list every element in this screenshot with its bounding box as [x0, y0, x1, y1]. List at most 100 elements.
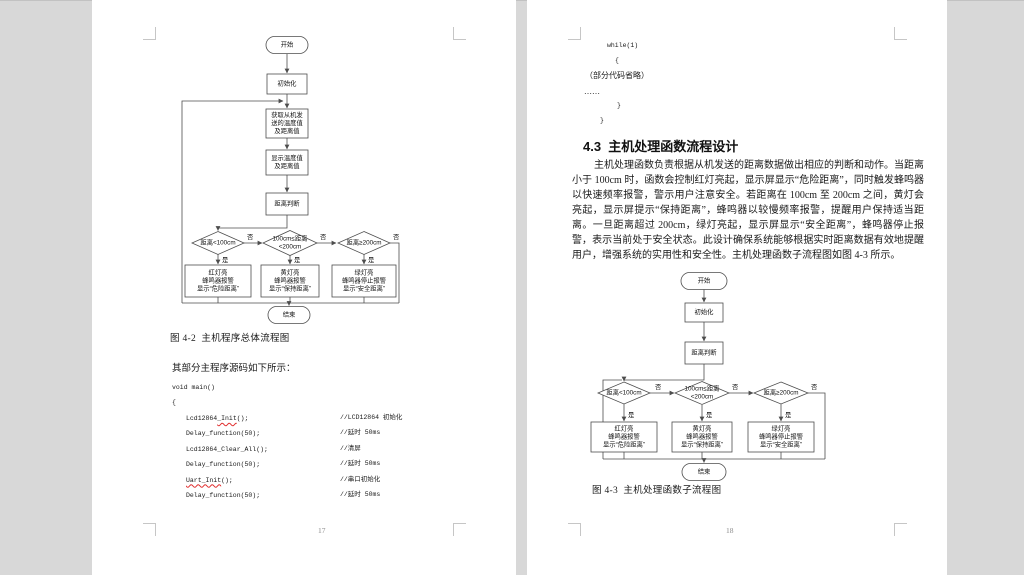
- flow-node-rect: [266, 73, 308, 95]
- flow-node-label: 显示温度值: [271, 153, 303, 162]
- margin-crop-mark: [143, 27, 156, 40]
- flow-node-label: 显示“保持距离”: [269, 283, 311, 292]
- flow-node-rect: [265, 108, 309, 139]
- code-line: Uart_Init(); //串口初始化: [186, 475, 506, 487]
- flow-node-label: 距离判断: [274, 199, 300, 208]
- flow-node-label: 黄灯亮: [693, 424, 712, 433]
- flow-node-label: 及距离值: [274, 161, 300, 170]
- code-comment: //串口初始化: [340, 475, 381, 483]
- code-comment: //清屏: [340, 444, 361, 452]
- code-line: Lcd12864_Clear_All(); //清屏: [186, 444, 506, 456]
- flow-node-label: <200cm: [691, 393, 714, 400]
- flow-node-rect: [684, 302, 724, 323]
- code-text: Lcd12864_Clear_All();: [186, 445, 268, 453]
- flowchart-figure-4-2: 开始初始化获取从机发送的温度值及距离值显示温度值及距离值距离判断距离<100cm…: [181, 36, 400, 324]
- figure-caption-4-2: 图 4-2 主机程序总体流程图: [170, 334, 290, 344]
- flow-edge: [390, 242, 400, 303]
- flow-node-label: 黄灯亮: [281, 268, 300, 277]
- flow-branch-label: 否: [393, 233, 400, 241]
- flow-branch-label: 是: [628, 411, 635, 419]
- flow-node-stadium: [267, 306, 311, 324]
- flow-node-label: 显示“保持距离”: [681, 439, 723, 448]
- flow-node-label: 距离判断: [691, 348, 717, 357]
- flow-branch-label: 是: [222, 256, 229, 264]
- flow-node-rect: [265, 192, 309, 216]
- code-line: ……: [584, 87, 600, 96]
- body-paragraph: 主机处理函数负责根据从机发送的距离数据做出相应的判断和动作。当距离小于 100c…: [572, 160, 924, 261]
- spellcheck-underlined-token: _Init: [217, 415, 237, 422]
- document-page-18[interactable]: while(1){（部分代码省略）……}} 4.3 主机处理函数流程设计 主机处…: [527, 0, 947, 575]
- margin-crop-mark: [894, 27, 907, 40]
- code-line: while(1): [607, 42, 639, 49]
- code-comment: //延时 50ms: [340, 491, 381, 498]
- section-heading-4-3: 4.3 主机处理函数流程设计: [583, 139, 739, 154]
- flow-node-stadium: [680, 272, 728, 290]
- code-line: Delay_function(50);//延时 50ms: [186, 490, 506, 502]
- flow-node-label: 开始: [281, 40, 294, 49]
- flow-node-label: <200cm: [279, 243, 302, 250]
- flow-node-label: 获取从机发: [271, 110, 303, 119]
- flow-node-label: 蜂鸣器停止报警: [342, 276, 387, 285]
- flow-node-rect: [265, 149, 309, 176]
- code-line-open-brace: {: [172, 399, 176, 406]
- flow-node-label: 显示“危险距离”: [603, 439, 645, 448]
- flow-node-label: 送的温度值: [271, 118, 303, 127]
- flow-node-label: 蜂鸣器报警: [202, 276, 234, 285]
- flow-node-rect: [590, 421, 658, 453]
- code-comment: //延时 50ms: [340, 460, 381, 468]
- margin-crop-mark: [453, 523, 466, 536]
- flow-node-diamond: [262, 230, 318, 256]
- flow-edge: [215, 215, 288, 231]
- flow-branch-label: 否: [655, 383, 662, 391]
- source-code-intro: 其部分主程序源码如下所示：: [172, 364, 296, 374]
- flow-node-label: 结束: [698, 467, 711, 476]
- margin-crop-mark: [453, 27, 466, 40]
- page-number: 18: [726, 526, 734, 535]
- code-line: Delay_function(50);//延时 50ms: [186, 459, 506, 471]
- flow-node-stadium: [681, 463, 727, 481]
- flow-node-label: 距离<100cm: [200, 238, 235, 247]
- flow-node-rect: [260, 264, 320, 298]
- flow-node-rect: [184, 264, 252, 298]
- flow-node-rect: [331, 264, 397, 298]
- flow-branch-label: 否: [811, 383, 818, 391]
- flow-node-label: 初始化: [695, 307, 715, 316]
- code-text: Delay_function(50);: [186, 430, 261, 438]
- flow-node-label: 结束: [283, 310, 296, 319]
- flow-node-label: 红灯亮: [209, 268, 228, 277]
- flow-node-diamond: [596, 381, 652, 405]
- document-page-17[interactable]: 开始初始化获取从机发送的温度值及距离值显示温度值及距离值距离判断距离<100cm…: [92, 0, 516, 575]
- flow-node-rect: [684, 341, 724, 365]
- flow-node-rect: [747, 421, 815, 453]
- code-line: Lcd12864_Init();//LCD12864 初始化: [186, 413, 506, 425]
- code-line: }: [600, 117, 604, 124]
- margin-crop-mark: [143, 523, 156, 536]
- margin-crop-mark: [568, 27, 581, 40]
- flow-branch-label: 是: [368, 256, 375, 264]
- flow-node-label: 蜂鸣器报警: [608, 432, 640, 441]
- margin-crop-mark: [568, 523, 581, 536]
- flow-node-label: 蜂鸣器报警: [686, 432, 718, 441]
- flow-node-label: 显示“安全距离”: [760, 439, 802, 448]
- flow-edge: [808, 392, 826, 459]
- flow-edge: [621, 364, 705, 382]
- flow-node-label: 初始化: [278, 79, 298, 88]
- flow-node-diamond: [673, 381, 731, 405]
- code-line-void-main: void main(): [172, 384, 215, 391]
- flow-branch-label: 是: [785, 411, 792, 419]
- flow-node-diamond: [191, 231, 245, 255]
- flow-node-label: 及距离值: [274, 126, 300, 135]
- flow-node-stadium: [265, 36, 309, 54]
- flow-edge: [181, 98, 284, 303]
- flow-node-rect: [671, 421, 733, 453]
- code-comment: //延时 50ms: [340, 429, 381, 437]
- flow-branch-label: 否: [247, 233, 254, 241]
- flow-node-diamond: [752, 381, 810, 405]
- code-comment: //LCD12864 初始化: [340, 414, 403, 421]
- code-text: Uart_Init();: [186, 476, 233, 484]
- code-line: }: [617, 102, 621, 109]
- flow-node-label: 显示“危险距离”: [197, 283, 239, 292]
- flow-node-diamond: [337, 231, 391, 255]
- flow-node-label: 距离≥200cm: [764, 388, 799, 397]
